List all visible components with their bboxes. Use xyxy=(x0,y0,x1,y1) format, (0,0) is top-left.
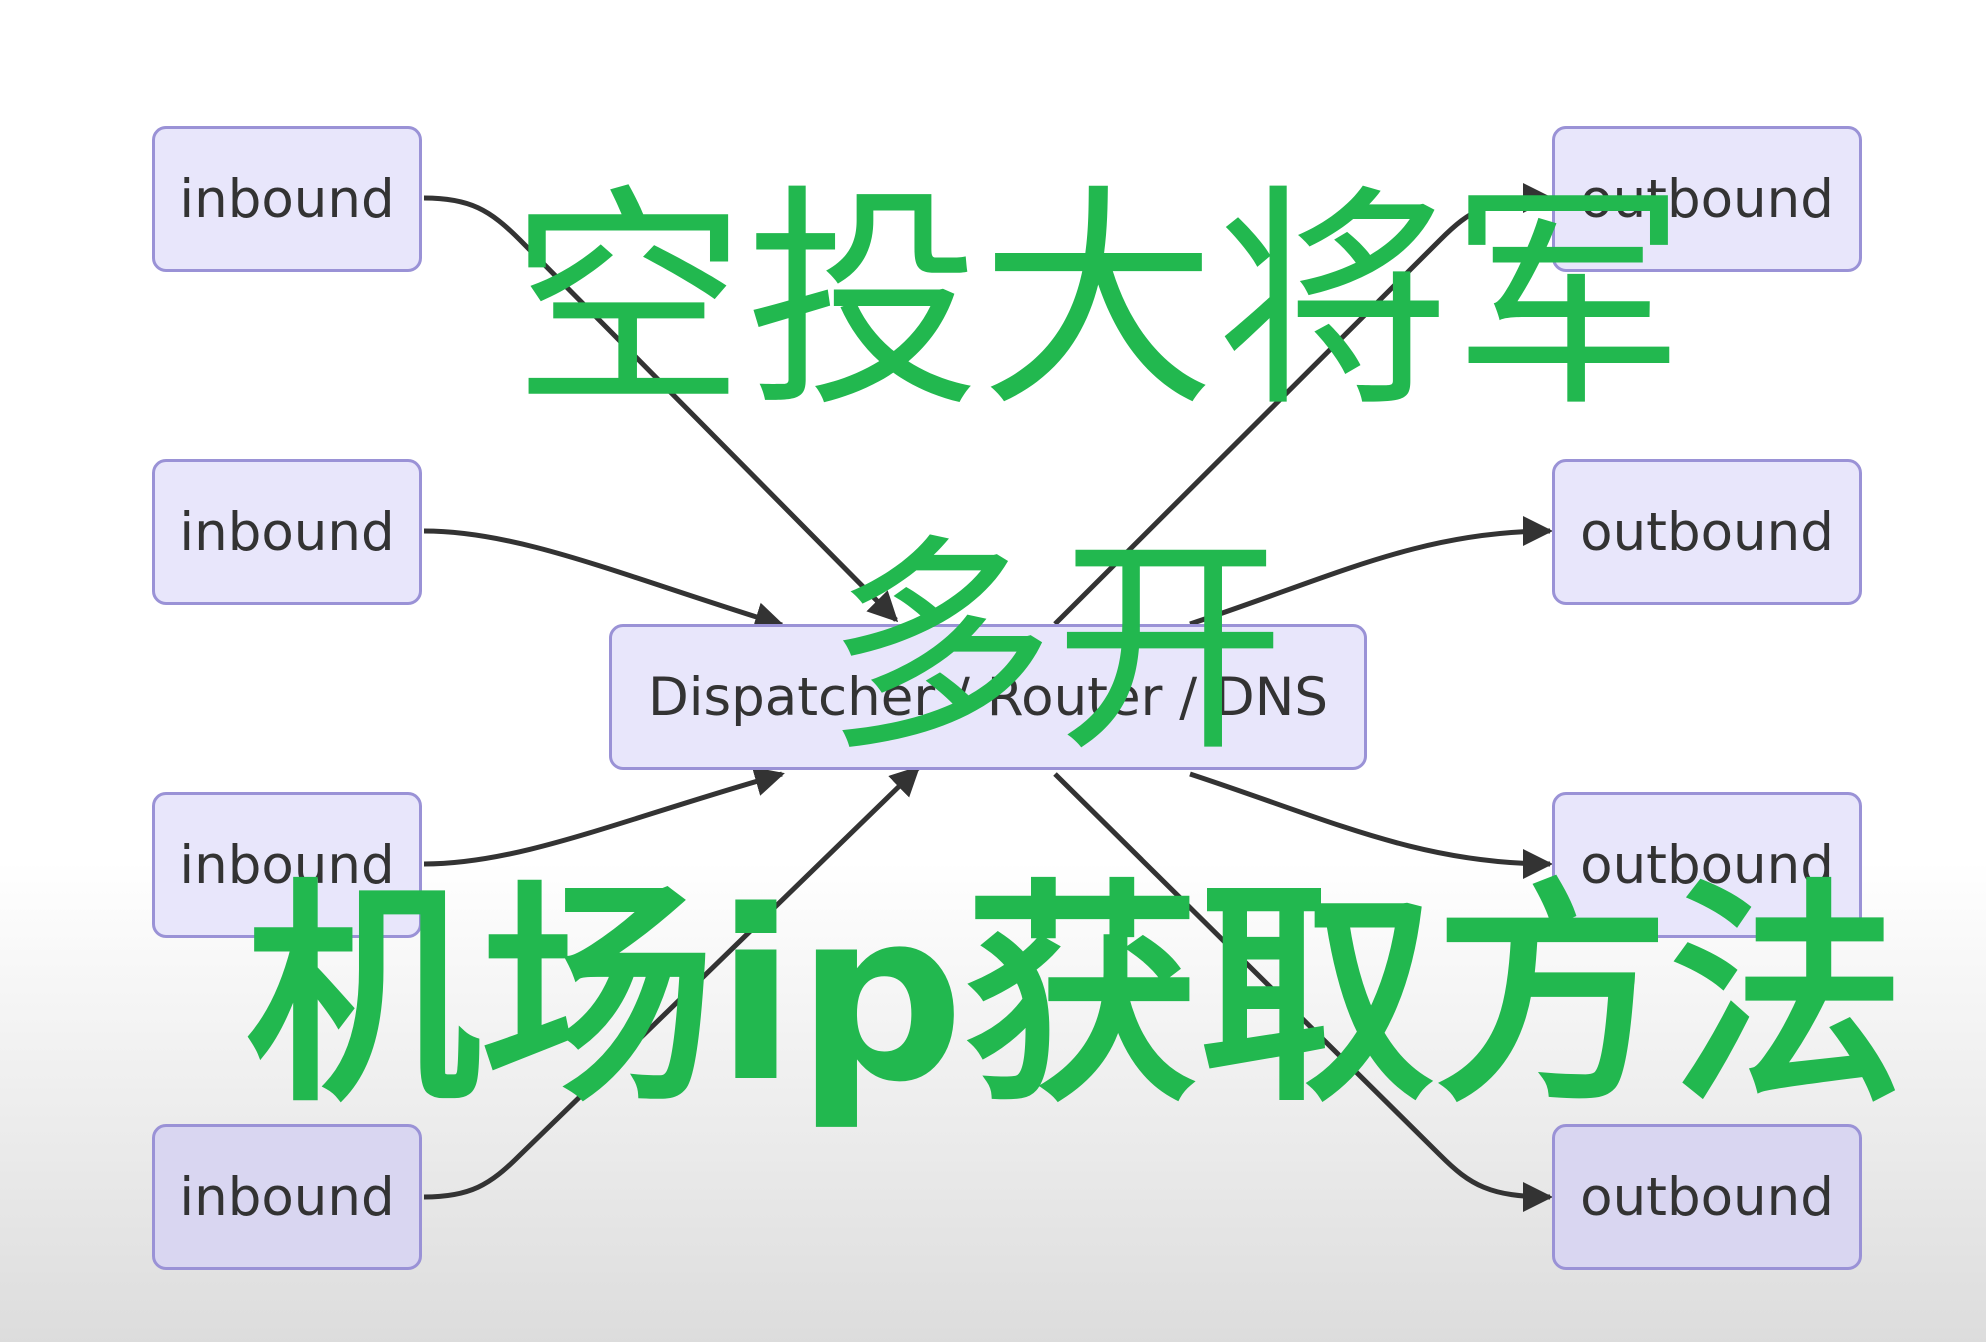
dispatcher-router-dns-node: Dispatcher / Router / DNS xyxy=(609,624,1367,770)
inbound-node-4: inbound xyxy=(152,1124,422,1270)
outbound-node-2: outbound xyxy=(1552,459,1862,605)
edge-inbound-1-to-dispatcher xyxy=(423,195,899,623)
outbound-node-3: outbound xyxy=(1552,792,1862,938)
edge-inbound-2-to-dispatcher xyxy=(423,528,785,632)
edge-dispatcher-to-outbound-1 xyxy=(1053,183,1553,626)
edge-dispatcher-to-outbound-3 xyxy=(1189,771,1553,879)
overlay-title-line-3: 机场ip获取方法 xyxy=(245,861,1905,1134)
outbound-node-1: outbound xyxy=(1552,126,1862,272)
edge-inbound-4-to-dispatcher xyxy=(423,765,921,1200)
edge-dispatcher-to-outbound-2 xyxy=(1189,516,1553,627)
outbound-node-4: outbound xyxy=(1552,1124,1862,1270)
inbound-node-3: inbound xyxy=(152,792,422,938)
edge-dispatcher-to-outbound-4 xyxy=(1053,772,1553,1212)
overlay-title-line-2: 多开 xyxy=(824,516,1285,783)
inbound-node-2: inbound xyxy=(152,459,422,605)
overlay-title-line-1: 空投大将军 xyxy=(510,166,1686,439)
inbound-node-1: inbound xyxy=(152,126,422,272)
edge-inbound-3-to-dispatcher xyxy=(423,766,785,867)
